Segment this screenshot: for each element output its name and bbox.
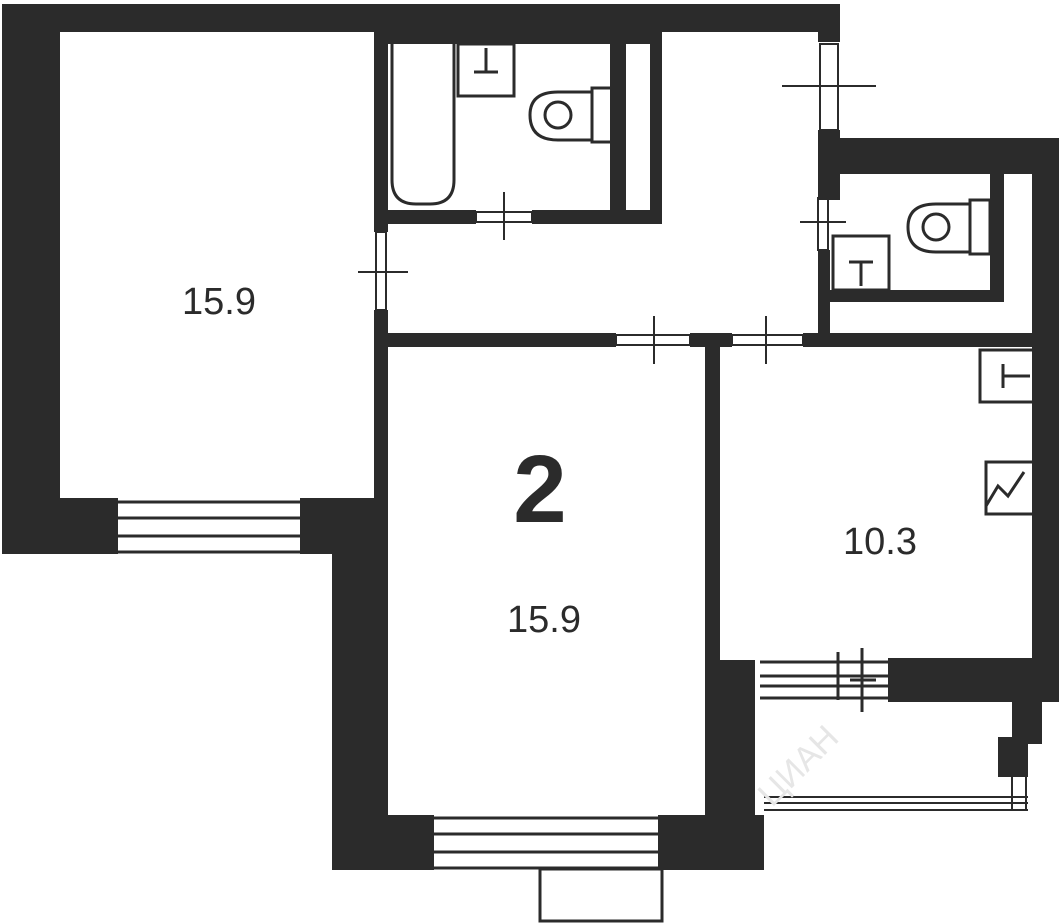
door-entrance bbox=[782, 43, 876, 131]
balcony-glazing bbox=[764, 769, 1028, 811]
fixtures bbox=[390, 42, 1036, 516]
kitchen-sink-icon bbox=[978, 348, 1036, 404]
watermark: ЦИАН bbox=[751, 718, 846, 813]
window-center-room bbox=[434, 816, 664, 923]
room-center-area: 15.9 bbox=[507, 599, 581, 641]
door-wc bbox=[800, 197, 846, 251]
wc-toilet-icon bbox=[906, 198, 992, 256]
bathtub-icon bbox=[390, 44, 456, 206]
walls bbox=[2, 4, 1059, 870]
door-center-room bbox=[615, 316, 691, 364]
labels: 15.9 2 15.9 10.3 ЦИАН bbox=[182, 281, 917, 814]
window-left-room bbox=[118, 500, 300, 554]
stove-icon bbox=[984, 460, 1036, 516]
door-bathroom bbox=[475, 192, 533, 240]
kitchen-area: 10.3 bbox=[843, 521, 917, 563]
room-left-area: 15.9 bbox=[182, 281, 256, 323]
doors bbox=[358, 43, 876, 364]
windows bbox=[118, 500, 1028, 923]
wc-sink-icon bbox=[831, 234, 891, 292]
rooms-count: 2 bbox=[513, 436, 566, 543]
door-kitchen bbox=[731, 316, 804, 364]
door-left-room bbox=[358, 231, 408, 311]
sink-icon bbox=[456, 42, 516, 98]
window-kitchen bbox=[760, 648, 888, 712]
toilet-icon bbox=[528, 86, 614, 144]
